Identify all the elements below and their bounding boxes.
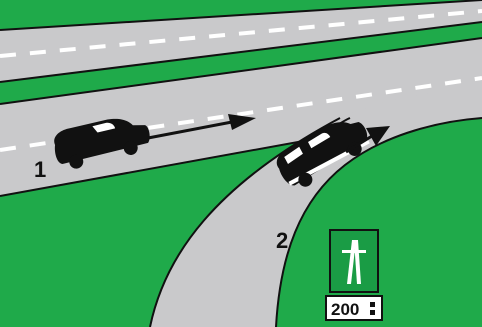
motorway-sign: 200	[326, 230, 382, 320]
motorway-sign-panel	[330, 230, 378, 292]
distance-plate-text: 200	[331, 300, 359, 319]
vehicle-1-label: 1	[34, 157, 46, 182]
vehicle-2-label: 2	[276, 228, 288, 253]
